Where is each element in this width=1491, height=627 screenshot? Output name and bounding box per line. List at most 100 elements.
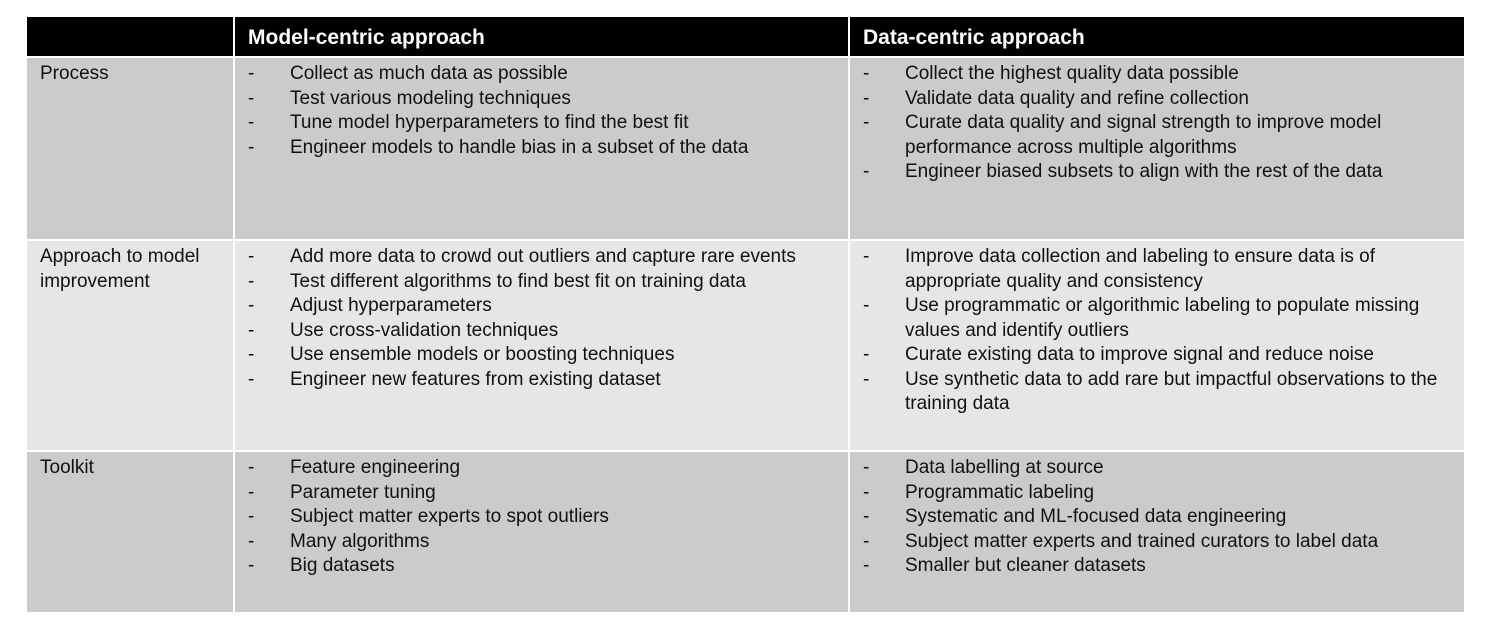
header-data-centric: Data-centric approach (850, 17, 1464, 58)
bullet-dash: - (248, 270, 255, 292)
bullet-list: - Collect the highest quality data possib… (850, 58, 1464, 185)
cell-toolkit-data-centric: - Data labelling at source - Programmatic l… (850, 452, 1464, 612)
bullet-dash: - (863, 344, 870, 365)
list-item: - Use cross-validation techniques (235, 319, 836, 344)
list-item: - Curate existing data to improve signal … (850, 343, 1452, 368)
bullet-dash: - (863, 295, 870, 316)
list-item-text: Data labelling at source (905, 457, 1104, 478)
list-item: - Adjust hyperparameters (235, 294, 836, 319)
bullet-dash: - (248, 295, 255, 316)
list-item-text: Use ensemble models or boosting techniqu… (290, 344, 675, 365)
row-label-toolkit: Toolkit (27, 452, 235, 612)
list-item: - Use synthetic data to add rare but impa… (850, 368, 1452, 417)
list-item-text: Feature engineering (290, 457, 461, 478)
bullet-list: - Feature engineering - Parameter tuning - Su… (235, 452, 848, 579)
list-item-text: Parameter tuning (290, 481, 436, 503)
list-item: - Test various modeling techniques (235, 87, 836, 112)
list-item-text: Engineer biased subsets to align with th… (905, 161, 1383, 182)
list-item: - Tune model hyperparameters to find the … (235, 111, 836, 136)
list-item-text: Use programmatic or algorithmic labeling… (905, 295, 1420, 341)
list-item: - Engineer biased subsets to align with t… (850, 160, 1452, 185)
bullet-dash: - (248, 112, 255, 133)
bullet-dash: - (863, 87, 870, 109)
bullet-dash: - (248, 506, 255, 527)
list-item-text: Engineer models to handle bias in a subs… (290, 136, 749, 158)
list-item-text: Collect the highest quality data possibl… (905, 63, 1239, 84)
list-item: - Big datasets (235, 554, 836, 579)
list-item: - Curate data quality and signal strength… (850, 111, 1452, 160)
header-corner-cell (27, 17, 235, 58)
cell-process-model-centric: - Collect as much data as possible - Test v… (235, 58, 850, 241)
list-item-text: Big datasets (290, 555, 395, 576)
row-label-approach-to-model-improvement: Approach to model improvement (27, 241, 235, 452)
list-item: - Test different algorithms to find best … (235, 270, 836, 295)
list-item: - Programmatic labeling (850, 481, 1452, 506)
bullet-dash: - (863, 112, 870, 133)
list-item-text: Test different algorithms to find best f… (290, 270, 746, 292)
list-item-text: Engineer new features from existing data… (290, 368, 661, 390)
cell-toolkit-model-centric: - Feature engineering - Parameter tuning - Su… (235, 452, 850, 612)
bullet-dash: - (863, 368, 870, 390)
list-item-text: Add more data to crowd out outliers and … (290, 246, 796, 267)
bullet-list: - Data labelling at source - Programmatic l… (850, 452, 1464, 579)
bullet-dash: - (248, 555, 255, 576)
list-item: - Collect the highest quality data possib… (850, 62, 1452, 87)
list-item: -Systematic and ML-focused data engineer… (850, 505, 1452, 530)
list-item: -Add more data to crowd out outliers and… (235, 245, 836, 270)
list-item-text: Validate data quality and refine collect… (905, 87, 1249, 109)
header-model-centric: Model-centric approach (235, 17, 850, 58)
bullet-dash: - (863, 481, 870, 503)
bullet-dash: - (863, 530, 870, 552)
bullet-list: - Add more data to crowd out outliers and… (235, 241, 848, 392)
list-item: - Many algorithms (235, 530, 836, 555)
list-item: - Engineer models to handle bias in a sub… (235, 136, 836, 161)
bullet-dash: - (248, 457, 255, 478)
list-item: - Engineer new features from existing dat… (235, 368, 836, 393)
cell-improvement-model-centric: - Add more data to crowd out outliers and… (235, 241, 850, 452)
list-item-text: Smaller but cleaner datasets (905, 555, 1146, 576)
list-item-text: Subject matter experts and trained curat… (905, 530, 1379, 552)
list-item-text: Use cross-validation techniques (290, 319, 559, 341)
bullet-dash: - (248, 87, 255, 109)
bullet-dash: - (248, 344, 255, 365)
list-item: - Parameter tuning (235, 481, 836, 506)
list-item: - Data labelling at source (850, 456, 1452, 481)
bullet-dash: - (248, 481, 255, 503)
list-item: - Subject matter experts and trained cura… (850, 530, 1452, 555)
comparison-table: Model-centric approach Data-centric appr… (27, 17, 1464, 612)
list-item: - Feature engineering (235, 456, 836, 481)
list-item-text: Adjust hyperparameters (290, 295, 492, 316)
cell-process-data-centric: - Collect the highest quality data possib… (850, 58, 1464, 241)
list-item: - Collect as much data as possible (235, 62, 836, 87)
bullet-dash: - (248, 368, 255, 390)
list-item-text: Subject matter experts to spot outliers (290, 506, 609, 527)
list-item-text: Curate data quality and signal strength … (905, 112, 1382, 158)
bullet-dash: - (863, 457, 870, 478)
list-item-text: Programmatic labeling (905, 481, 1095, 503)
bullet-dash: - (248, 319, 255, 341)
list-item-text: Collect as much data as possible (290, 63, 568, 84)
bullet-dash: - (248, 136, 255, 158)
list-item: - Validate data quality and refine collec… (850, 87, 1452, 112)
list-item-text: Improve data collection and labeling to … (905, 246, 1376, 292)
bullet-dash: - (863, 161, 870, 182)
list-item: - Improve data collection and labeling to… (850, 245, 1452, 294)
list-item-text: Curate existing data to improve signal a… (905, 344, 1374, 365)
bullet-list: - Collect as much data as possible - Test v… (235, 58, 848, 160)
list-item-text: Use synthetic data to add rare but impac… (905, 368, 1438, 415)
bullet-dash: - (863, 63, 870, 84)
list-item-text: Test various modeling techniques (290, 87, 571, 109)
list-item: - Smaller but cleaner datasets (850, 554, 1452, 579)
list-item: - Use ensemble models or boosting techniq… (235, 343, 836, 368)
bullet-dash: - (248, 530, 255, 552)
bullet-list: - Improve data collection and labeling to… (850, 241, 1464, 417)
bullet-dash: - (863, 555, 870, 576)
list-item-text: Systematic and ML-focused data engineeri… (905, 506, 1287, 527)
row-label-process: Process (27, 58, 235, 241)
bullet-dash: - (248, 63, 255, 84)
list-item: - Subject matter experts to spot outliers (235, 505, 836, 530)
bullet-dash: - (863, 246, 870, 267)
list-item-text: Tune model hyperparameters to find the b… (290, 112, 689, 133)
cell-improvement-data-centric: - Improve data collection and labeling to… (850, 241, 1464, 452)
list-item-text: Many algorithms (290, 530, 430, 552)
